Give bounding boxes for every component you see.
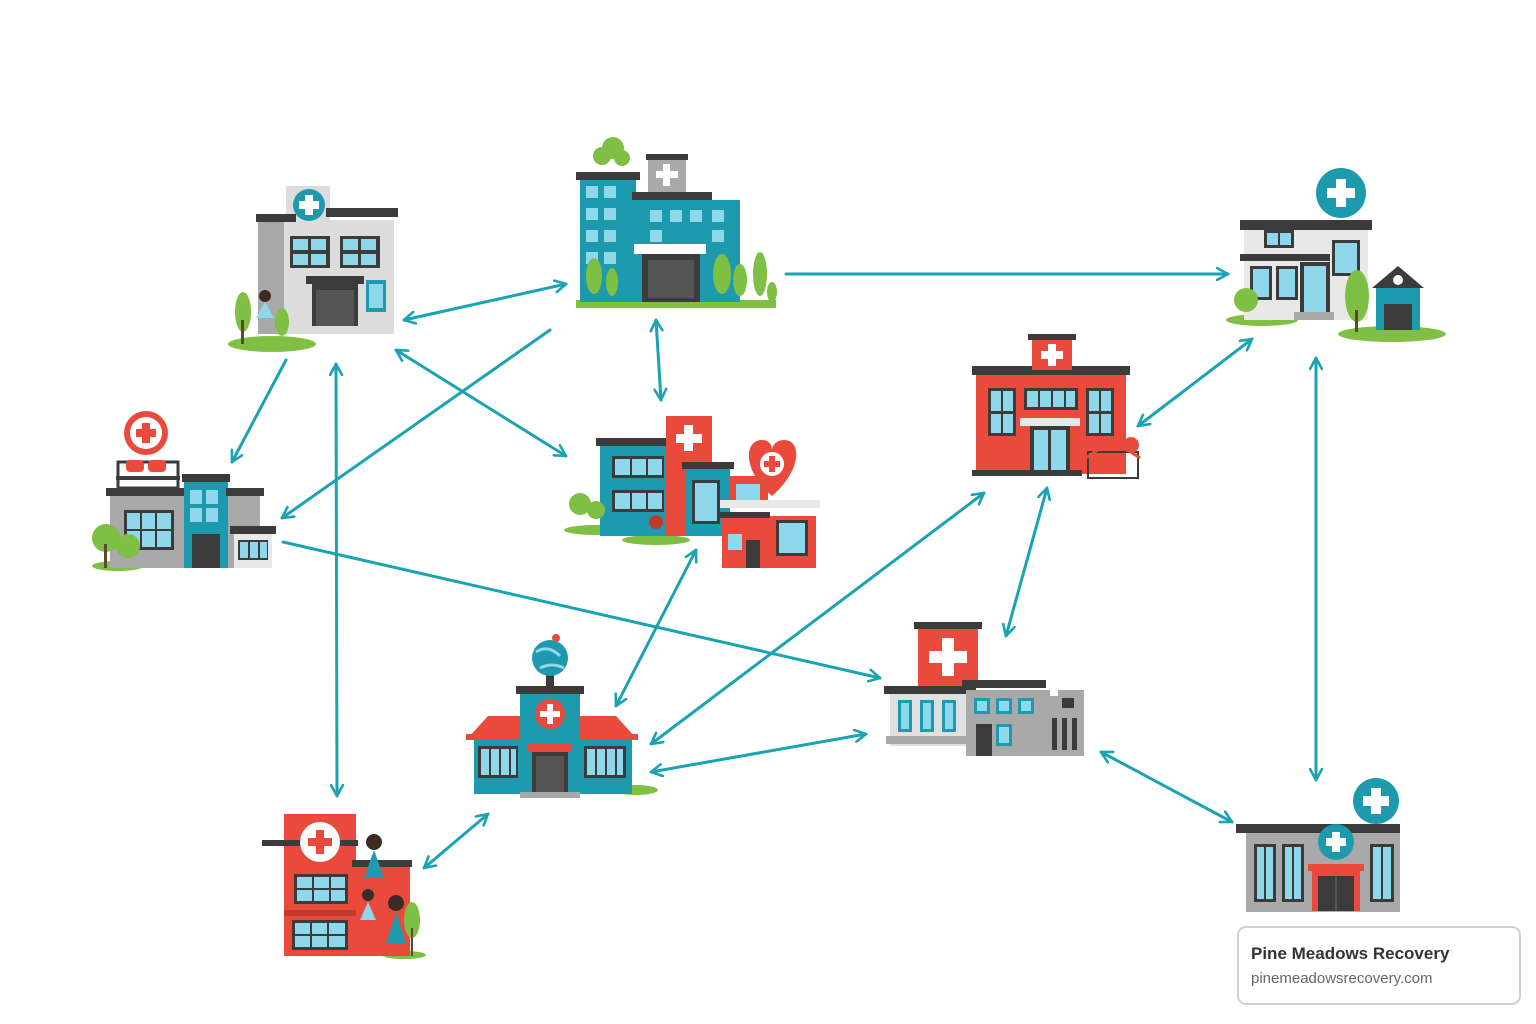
arrow-topleft-midleft <box>230 358 288 464</box>
gray-hospital-icon <box>1236 778 1400 912</box>
brand-card: Pine Meadows Recovery pinemeadowsrecover… <box>1237 926 1521 1005</box>
arrow-topleft-bottomleft <box>336 362 337 798</box>
hospital-bottom-right <box>1236 778 1400 912</box>
teal-hospital-icon <box>576 137 777 308</box>
arrow-center-globe <box>616 548 696 708</box>
hospital-center <box>564 416 820 568</box>
gray-hospital-icon <box>884 622 1084 756</box>
hospital-bottom-left <box>262 814 426 959</box>
arrow-topright-redright <box>1136 337 1254 428</box>
hospital-right-red <box>972 334 1141 479</box>
brand-name: Pine Meadows Recovery <box>1251 944 1450 963</box>
hospital-bottom-right-gray <box>884 622 1084 756</box>
hospital-top-right <box>1226 168 1446 342</box>
arrow-graybottom-bottomright <box>1099 750 1234 824</box>
hospital-top-left <box>228 186 398 352</box>
arrow-topleft-center <box>394 348 568 458</box>
globe-hospital-icon <box>466 634 658 798</box>
arrow-globe-graybottom <box>649 734 868 772</box>
arrow-topcenter-midleft <box>280 328 552 520</box>
heart-hospital-icon <box>564 416 820 568</box>
hospital-top-center <box>576 137 777 308</box>
arrow-topcenter-center <box>656 318 661 402</box>
gray-hospital-icon <box>92 411 276 571</box>
connection-arrows <box>230 274 1316 870</box>
brand-url[interactable]: pinemeadowsrecovery.com <box>1251 970 1433 987</box>
white-hospital-icon <box>1226 168 1446 342</box>
arrow-globe-bottomleft <box>422 812 490 870</box>
red-hospital-icon <box>972 334 1141 479</box>
red-hospital-icon <box>262 814 426 959</box>
gray-hospital-icon <box>228 186 398 352</box>
hospital-mid-left <box>92 411 276 571</box>
arrow-redright-globe <box>649 491 986 746</box>
arrow-redright-graybottom <box>1006 486 1047 638</box>
arrow-topleft-topcenter <box>402 284 568 320</box>
hospital-bottom-center <box>466 634 658 798</box>
